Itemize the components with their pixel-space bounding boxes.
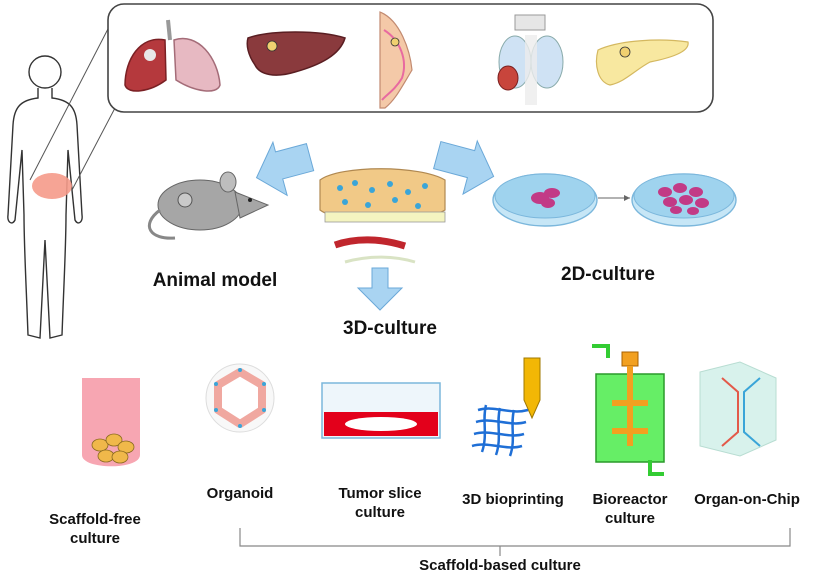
mouse-icon (147, 171, 270, 240)
arrow-to-animal (255, 140, 315, 197)
arrow-to-3d (356, 267, 404, 311)
breast-icon (379, 11, 413, 109)
tumor-slice-label-line2: culture (354, 504, 405, 521)
organ-chip-icon (699, 361, 777, 457)
lung-icon (124, 19, 221, 92)
tumor-slice-label-line1: Tumor slice (338, 485, 422, 502)
tumor-slice-icon (321, 382, 441, 439)
organoid-label: Organoid (206, 485, 274, 502)
bioreactor-label-line1: Bioreactor (592, 491, 668, 508)
scaffold-based-bracket (239, 528, 791, 556)
arrow-to-2d (432, 139, 495, 196)
petri-dish-confluent-icon (631, 173, 737, 227)
scaffold-based-label: Scaffold-based culture (419, 557, 581, 574)
organ-on-chip-label: Organ-on-Chip (694, 491, 800, 508)
bioprinting-label: 3D bioprinting (462, 491, 564, 508)
culture-2d-label: 2D-culture (561, 264, 655, 285)
thyroid-icon (497, 14, 564, 105)
liver-icon (246, 31, 346, 76)
tumor-highlight (32, 173, 72, 199)
culture-3d-label: 3D-culture (343, 318, 437, 339)
tissue-icon (319, 168, 446, 264)
scaffold-free-label: Scaffold-free culture (30, 510, 160, 548)
petri-dish-icon (492, 173, 598, 227)
human-body-icon (7, 55, 83, 339)
bioreactor-label-line2: culture (604, 510, 655, 527)
bioreactor-label: Bioreactor culture (580, 490, 680, 528)
bioreactor-icon (592, 344, 665, 476)
animal-model-label: Animal model (152, 270, 278, 291)
scaffold-free-label-line2: culture (69, 530, 120, 547)
bioprinter-icon (471, 357, 541, 457)
tumor-slice-label: Tumor slice culture (320, 484, 440, 522)
scaffold-free-label-line1: Scaffold-free (49, 511, 141, 528)
organoid-icon (205, 363, 275, 433)
tube-icon (82, 378, 140, 467)
pancreas-icon (595, 39, 689, 86)
